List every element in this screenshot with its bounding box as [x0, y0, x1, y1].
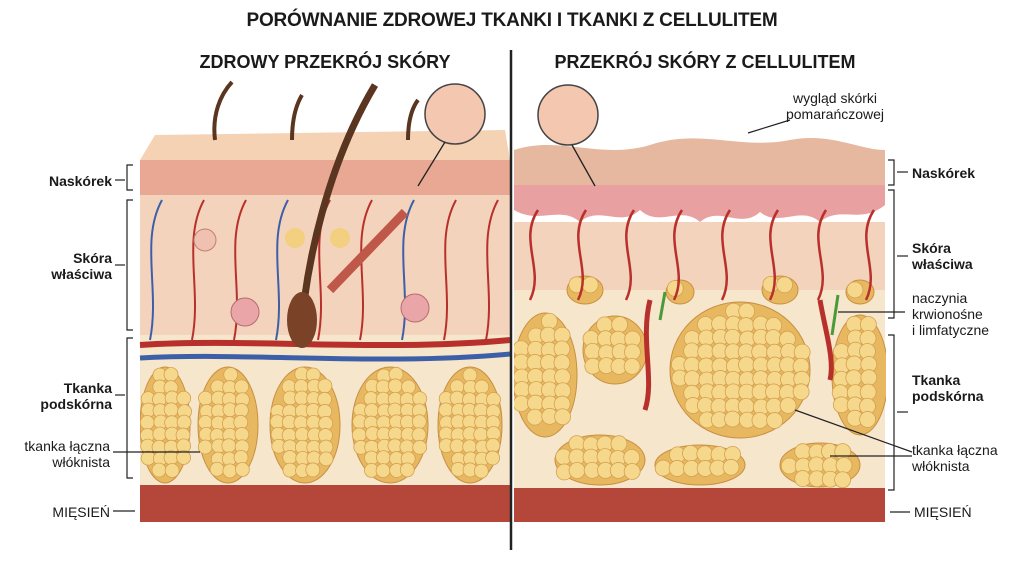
cellulite-section-heading: PRZEKRÓJ SKÓRY Z CELLULITEM [554, 52, 856, 72]
muscle-layer-cellulite [514, 488, 885, 522]
label-line: Tkanka [912, 372, 961, 388]
label-line: podskórna [40, 396, 112, 412]
label-line: właściwa [912, 256, 973, 272]
capillary [624, 209, 636, 301]
label-epidermis-left: Naskórek [48, 173, 112, 189]
capillary [149, 199, 163, 341]
capillary [401, 199, 415, 341]
cellulite-skin-section [514, 84, 886, 522]
epidermis-layer-cellulite [514, 185, 885, 222]
label-line: Skóra [912, 240, 951, 256]
epidermis-layer [140, 160, 510, 195]
capillary [864, 209, 876, 301]
capillary [528, 209, 540, 301]
capillary [672, 209, 684, 301]
capillary [443, 199, 457, 341]
label-muscle-left: MIĘSIEŃ [52, 504, 110, 520]
label-line: i limfatyczne [912, 322, 990, 338]
capillary [485, 199, 499, 341]
hair-follicle [287, 292, 317, 348]
capillary [275, 199, 289, 341]
blood-vessel [817, 299, 834, 381]
label-epidermis-right: Naskórek [912, 165, 976, 181]
magnifier-inset [424, 83, 486, 145]
skin-surface [140, 130, 510, 160]
arrector-muscle [326, 208, 409, 294]
vein [139, 351, 511, 362]
healthy-skin-section [139, 80, 511, 522]
label-line: Skóra [73, 250, 112, 266]
blood-vessel [642, 299, 653, 411]
magnifier-inset-cellulite [537, 84, 599, 146]
label-line: podskórna [912, 388, 984, 404]
label-line: włóknista [912, 458, 970, 474]
label-line: naczynia [912, 290, 968, 306]
capillary [816, 209, 828, 301]
capillary [359, 199, 373, 341]
page-title: PORÓWNANIE ZDROWEJ TKANKI I TKANKI Z CEL… [246, 10, 778, 31]
lymph-vessel [658, 291, 667, 321]
capillary [191, 199, 205, 341]
label-line: włóknista [52, 454, 110, 470]
artery [139, 337, 511, 349]
label-line: pomarańczowej [785, 106, 885, 122]
label-muscle-right: MIĘSIEŃ [914, 504, 972, 520]
label-line: wygląd skórki [792, 90, 878, 106]
sweat-gland [230, 297, 260, 327]
capillary [576, 209, 588, 301]
label-line: tkanka łączna [912, 442, 998, 458]
capillary [768, 209, 780, 301]
label-line: właściwa [51, 266, 112, 282]
lymph-vessel [830, 294, 840, 336]
label-line: tkanka łączna [24, 438, 110, 454]
label-line: krwionośne [912, 306, 983, 322]
muscle-layer [140, 485, 510, 522]
capillary [720, 209, 732, 301]
healthy-section-heading: ZDROWY PRZEKRÓJ SKÓRY [199, 52, 451, 72]
label-line: Tkanka [63, 380, 112, 396]
orange-peel-surface [514, 137, 885, 185]
